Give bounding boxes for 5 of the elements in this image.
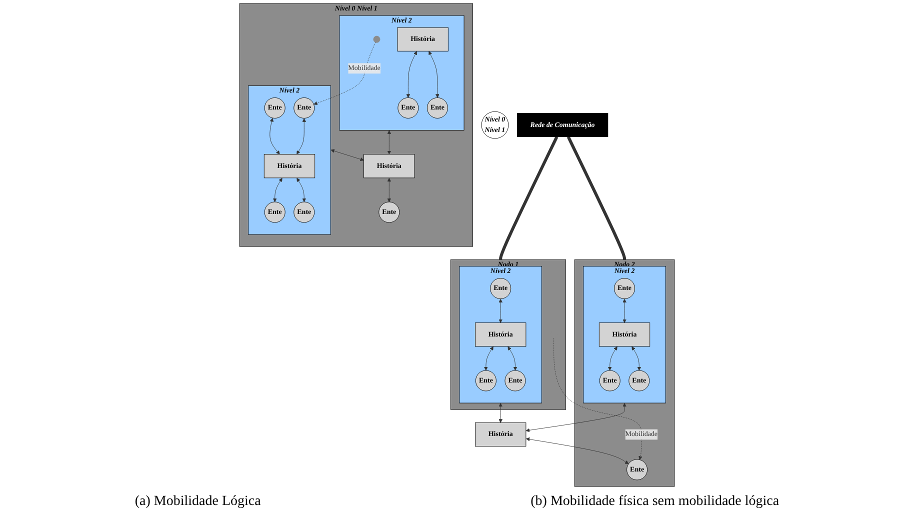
- connector: [499, 136, 558, 260]
- node-circle: [373, 36, 380, 43]
- figure-caption: (b) Mobilidade física sem mobilidade lógica: [530, 494, 780, 510]
- figure-caption: (a) Mobilidade Lógica: [134, 494, 261, 510]
- connector: [566, 136, 626, 260]
